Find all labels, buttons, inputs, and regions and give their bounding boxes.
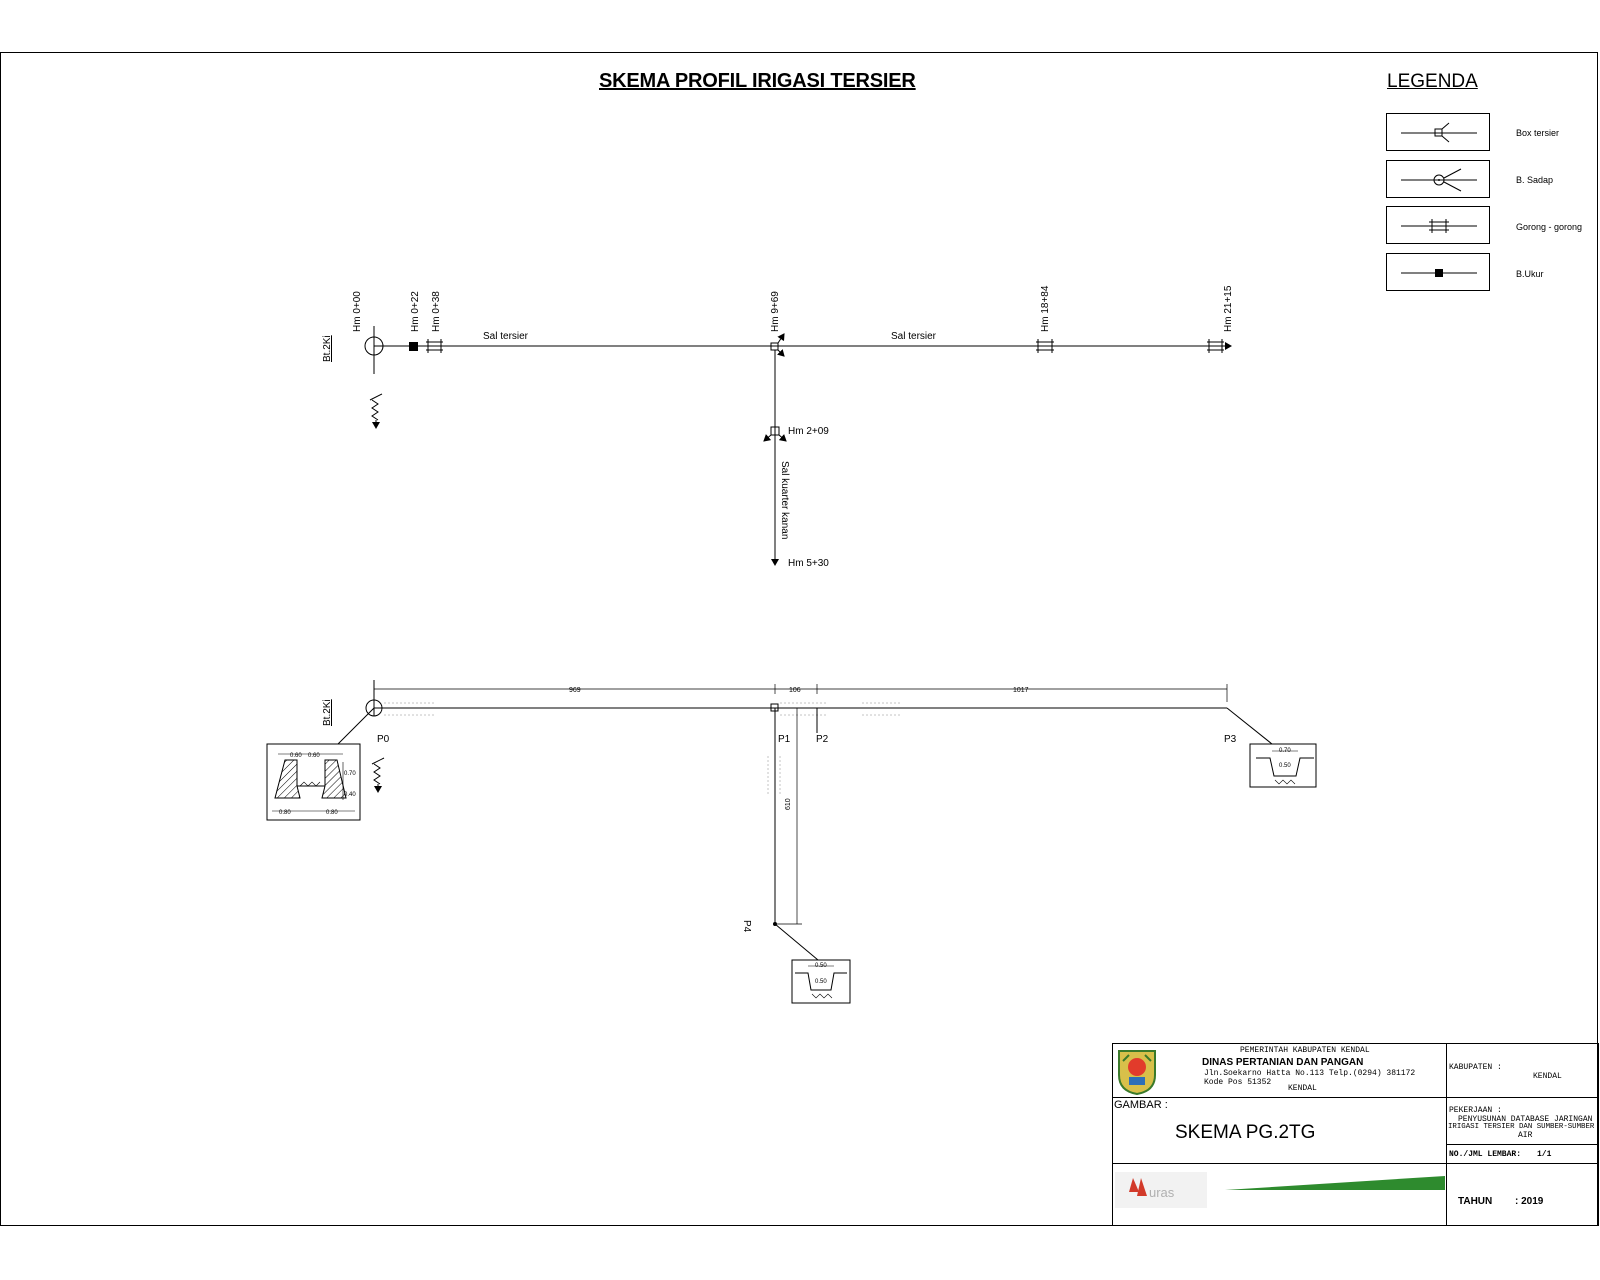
dimension-label: 0.70 [1279,748,1291,754]
box-tersier-icon [1401,122,1477,143]
station-label: Hm 0+00 [352,291,363,332]
box-tersier-icon [770,426,780,436]
distance-label: 106 [789,687,801,694]
gorong-gorong-icon [1036,339,1054,353]
legend-label: B.Ukur [1516,269,1544,279]
gorong-gorong-icon [426,339,443,353]
point-label: P2 [816,734,829,745]
point-label: P4 [741,920,752,933]
bangunan-ukur-icon [409,342,418,351]
legend-label: B. Sadap [1516,175,1554,185]
station-label: Hm 18+84 [1040,285,1051,332]
agency-address: Jln.Soekarno Hatta No.113 Telp.(0294) 38… [1204,1069,1416,1078]
dimension-label: 0.80 [279,810,291,816]
consultant-logo: uras [1115,1172,1445,1208]
station-label: Hm 0+38 [431,291,442,332]
station-label: Hm 5+30 [788,558,829,569]
agency-line: PEMERINTAH KABUPATEN KENDAL [1240,1046,1370,1055]
kendal-crest-logo [1118,1050,1156,1095]
station-label: Hm 2+09 [788,426,829,437]
gambar-label: GAMBAR : [1114,1099,1168,1111]
pekerjaan-value: IRIGASI TERSIER DAN SUMBER-SUMBER [1448,1123,1595,1131]
source-sadap-icon [365,699,383,717]
branch-channel-label: Sal kuarter kanan [779,461,790,539]
schema-lower: 969 106 1017 Bt.2Ki P0 P1 P2 P3 610 P4 [266,680,1317,1004]
dimension-label: 0.50 [1279,763,1291,769]
dimension-label: 0.70 [344,771,356,777]
legend-box-ukur [1386,253,1490,291]
dimension-label: 0.50 [815,963,827,969]
gorong-gorong-icon [1207,339,1224,353]
dimension-label: 0.60 [290,753,302,759]
station-label: Hm 0+22 [410,291,421,332]
cross-section-p0: 0.60 0.60 0.70 0.40 0.80 0.80 [266,743,361,821]
drawing-title: SKEMA PROFIL IRIGASI TERSIER [599,70,916,92]
source-label: Bt.2Ki [322,699,333,726]
station-label: Hm 9+69 [770,291,781,332]
agency-city: KENDAL [1288,1084,1317,1093]
legend-title: LEGENDA [1387,71,1478,92]
pekerjaan-value: AIR [1518,1131,1533,1140]
dimension-label: 0.40 [344,792,356,798]
legend-label: Gorong - gorong [1516,222,1583,232]
lembar-value: 1/1 [1537,1150,1552,1159]
legend-label: Box tersier [1516,128,1560,138]
source-label: Bt.2Ki [322,335,333,362]
tahun-label: TAHUN [1458,1196,1493,1207]
cross-section-p3: 0.70 0.50 [1249,743,1317,788]
consultant-logo-text: uras [1149,1185,1175,1200]
gorong-gorong-icon [1401,219,1477,233]
schema-upper: Bt.2Ki [322,285,1234,569]
gambar-value: SKEMA PG.2TG [1175,1122,1316,1143]
channel-label: Sal tersier [483,331,529,342]
kabupaten-label: KABUPATEN : [1449,1063,1502,1072]
source-zigzag-icon [369,393,383,429]
tahun-value: : 2019 [1515,1196,1544,1207]
channel-label: Sal tersier [891,331,937,342]
pekerjaan-label: PEKERJAAN : [1449,1106,1502,1115]
drawing-sheet [0,52,1598,1226]
legend-box-gorong [1386,206,1490,244]
legend-box-sadap [1386,160,1490,198]
point-label: P1 [778,734,791,745]
lembar-label: NO./JML LEMBAR: [1449,1150,1522,1159]
dimension-label: 0.60 [308,753,320,759]
tahun-cell [1446,1163,1599,1226]
distance-label: 1017 [1013,687,1029,694]
agency-postcode: Kode Pos 51352 [1204,1078,1272,1087]
cross-section-p4: 0.50 0.50 [791,959,851,1004]
source-zigzag-icon [371,757,385,793]
point-label: P0 [377,734,390,745]
legend-box-tersier [1386,113,1490,151]
distance-label: 610 [785,798,792,810]
kabupaten-value: KENDAL [1533,1072,1562,1081]
bangunan-ukur-icon [1401,269,1477,277]
point-label: P3 [1224,734,1237,745]
dimension-label: 0.80 [326,810,338,816]
pekerjaan-value: PENYUSUNAN DATABASE JARINGAN [1458,1115,1593,1124]
agency-name: DINAS PERTANIAN DAN PANGAN [1202,1057,1364,1068]
distance-label: 969 [569,687,581,694]
bangunan-sadap-icon [1401,168,1477,192]
dimension-label: 0.50 [815,979,827,985]
station-label: Hm 21+15 [1223,285,1234,332]
